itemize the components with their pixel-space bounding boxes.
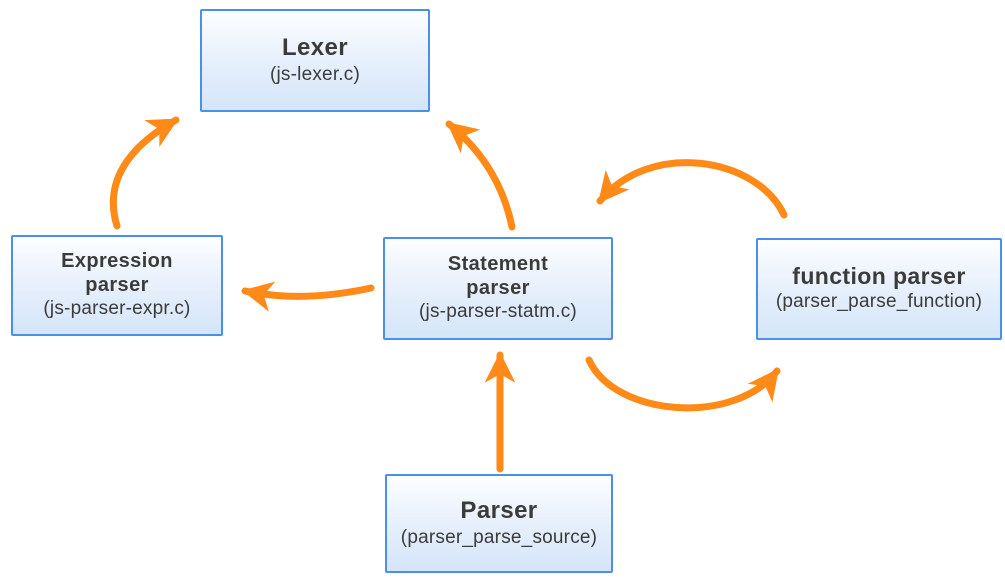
node-statement-parser-title: Statement parser [447, 253, 549, 300]
node-statement-parser: Statement parser (js-parser-statm.c) [383, 237, 613, 340]
arrow-function-parser-to-statement-parser [596, 159, 788, 219]
node-expression-parser: Expression parser (js-parser-expr.c) [11, 235, 223, 336]
node-lexer-subtitle: (js-lexer.c) [269, 63, 360, 85]
node-function-parser-title: function parser [792, 262, 966, 289]
node-statement-parser-subtitle: (js-parser-statm.c) [419, 301, 577, 323]
arrow-statement-parser-to-function-parser [585, 356, 781, 412]
node-parser: Parser (parser_parse_source) [385, 474, 613, 573]
node-function-parser: function parser (parser_parse_function) [756, 238, 1002, 340]
node-expression-parser-title: Expression parser [61, 250, 173, 297]
arrow-statement-parser-to-expression-parser [241, 281, 375, 312]
arrow-expression-parser-to-lexer [109, 116, 180, 230]
node-function-parser-subtitle: (parser_parse_function) [775, 291, 983, 313]
arrow-statement-parser-to-lexer [445, 120, 516, 231]
node-lexer: Lexer (js-lexer.c) [200, 9, 430, 112]
node-lexer-title: Lexer [281, 33, 349, 61]
node-expression-parser-subtitle: (js-parser-expr.c) [43, 298, 191, 320]
node-parser-title: Parser [460, 496, 538, 524]
node-parser-subtitle: (parser_parse_source) [400, 526, 598, 548]
